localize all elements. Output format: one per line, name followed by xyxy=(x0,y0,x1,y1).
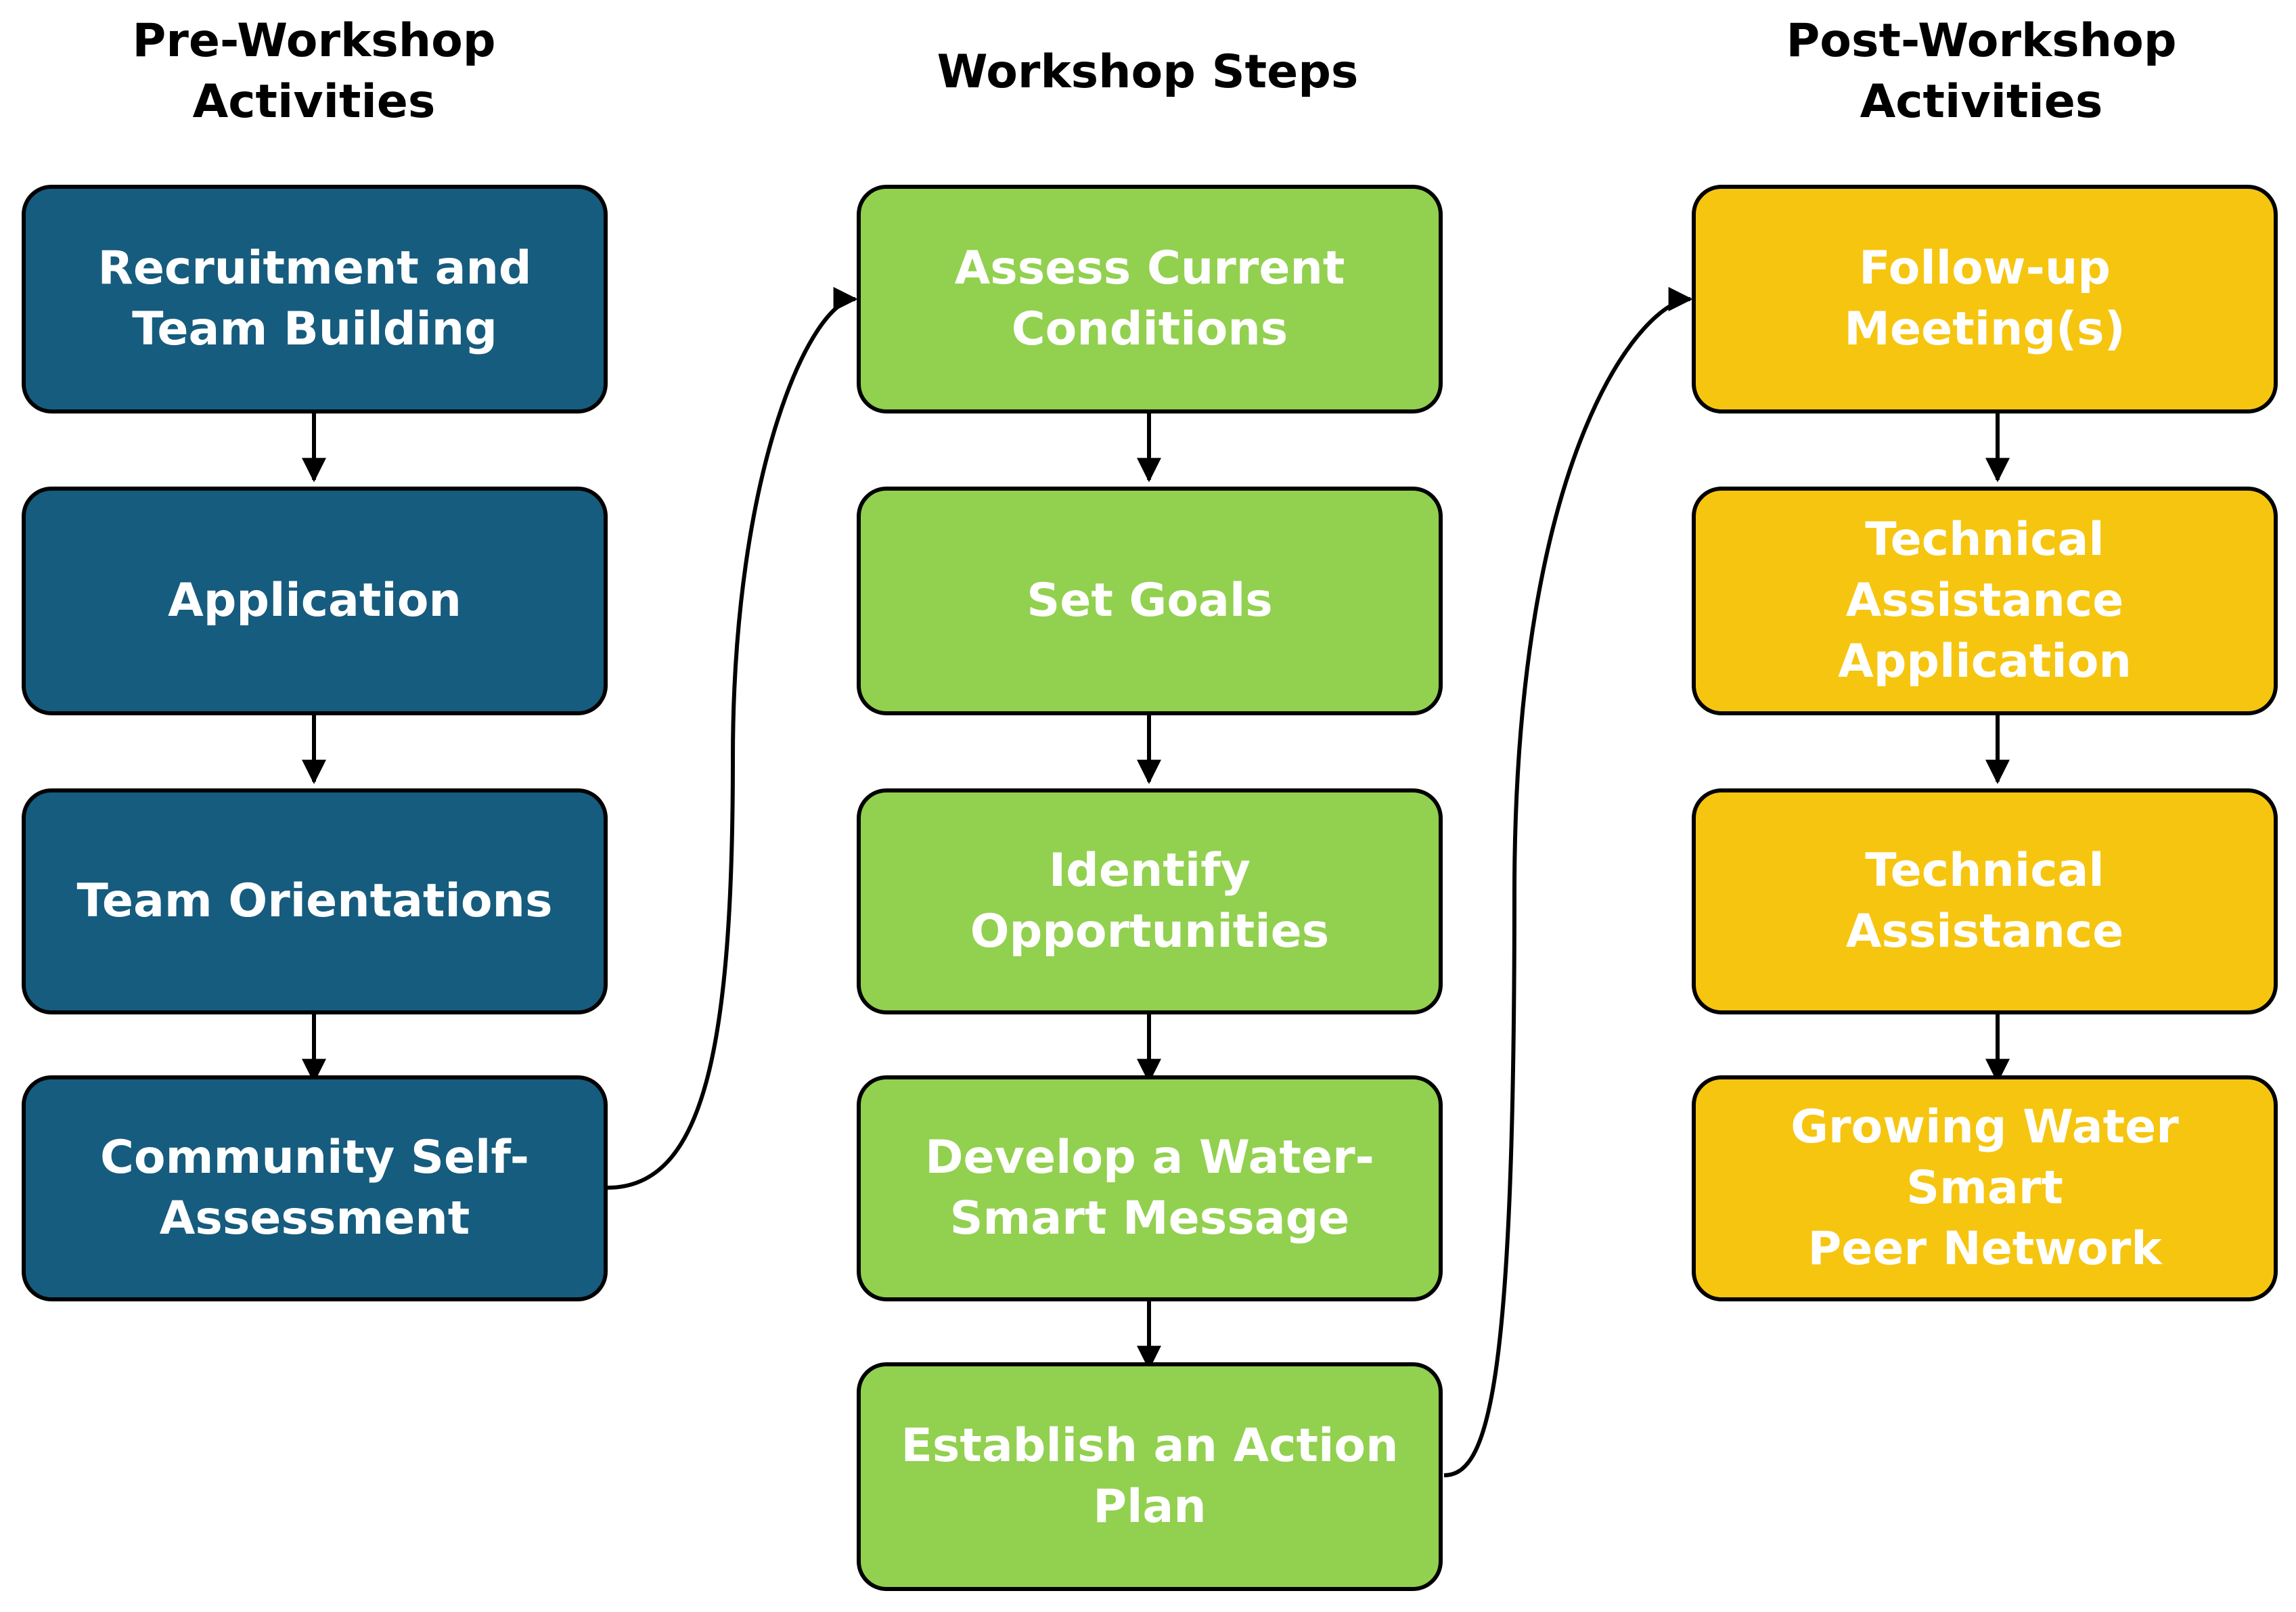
pre-workshop-title: Pre-Workshop Activities xyxy=(132,14,496,129)
post-step-follow-up: Follow-up Meeting(s) xyxy=(1692,185,2278,413)
arrow-workshop-to-post xyxy=(1443,287,1693,1477)
workshop-step-label: Assess Current Conditions xyxy=(954,242,1345,356)
post-step-label: Technical Assistance Application xyxy=(1838,513,2132,688)
post-step-label: Growing Water Smart Peer Network xyxy=(1791,1100,2179,1276)
post-step-peer-network: Growing Water Smart Peer Network xyxy=(1692,1075,2278,1301)
post-step-technical-assistance: Technical Assistance xyxy=(1692,788,2278,1014)
workshop-step-label: Establish an Action Plan xyxy=(901,1419,1399,1533)
workshop-steps-title: Workshop Steps xyxy=(937,45,1359,99)
workshop-step-identify: Identify Opportunities xyxy=(857,788,1443,1014)
post-workshop-title: Post-Workshop Activities xyxy=(1786,14,2177,129)
pre-step-label: Team Orientations xyxy=(76,874,553,928)
workshop-step-label: Identify Opportunities xyxy=(970,844,1330,958)
pre-step-application: Application xyxy=(22,487,608,715)
pre-step-label: Community Self- Assessment xyxy=(100,1131,529,1245)
post-step-label: Technical Assistance xyxy=(1845,844,2124,958)
workshop-step-action-plan: Establish an Action Plan xyxy=(857,1362,1443,1591)
pre-step-self-assessment: Community Self- Assessment xyxy=(22,1075,608,1301)
post-step-label: Follow-up Meeting(s) xyxy=(1844,242,2125,356)
arrow-pre-to-workshop xyxy=(607,287,858,1190)
pre-step-team-orientations: Team Orientations xyxy=(22,788,608,1014)
workshop-step-assess: Assess Current Conditions xyxy=(857,185,1443,413)
workshop-step-label: Set Goals xyxy=(1027,574,1273,627)
pre-step-label: Recruitment and Team Building xyxy=(97,242,532,356)
pre-step-recruitment: Recruitment and Team Building xyxy=(22,185,608,413)
workshop-step-label: Develop a Water- Smart Message xyxy=(925,1131,1374,1245)
pre-step-label: Application xyxy=(168,574,462,627)
workshop-step-message: Develop a Water- Smart Message xyxy=(857,1075,1443,1301)
workshop-step-set-goals: Set Goals xyxy=(857,487,1443,715)
post-step-ta-application: Technical Assistance Application xyxy=(1692,487,2278,715)
